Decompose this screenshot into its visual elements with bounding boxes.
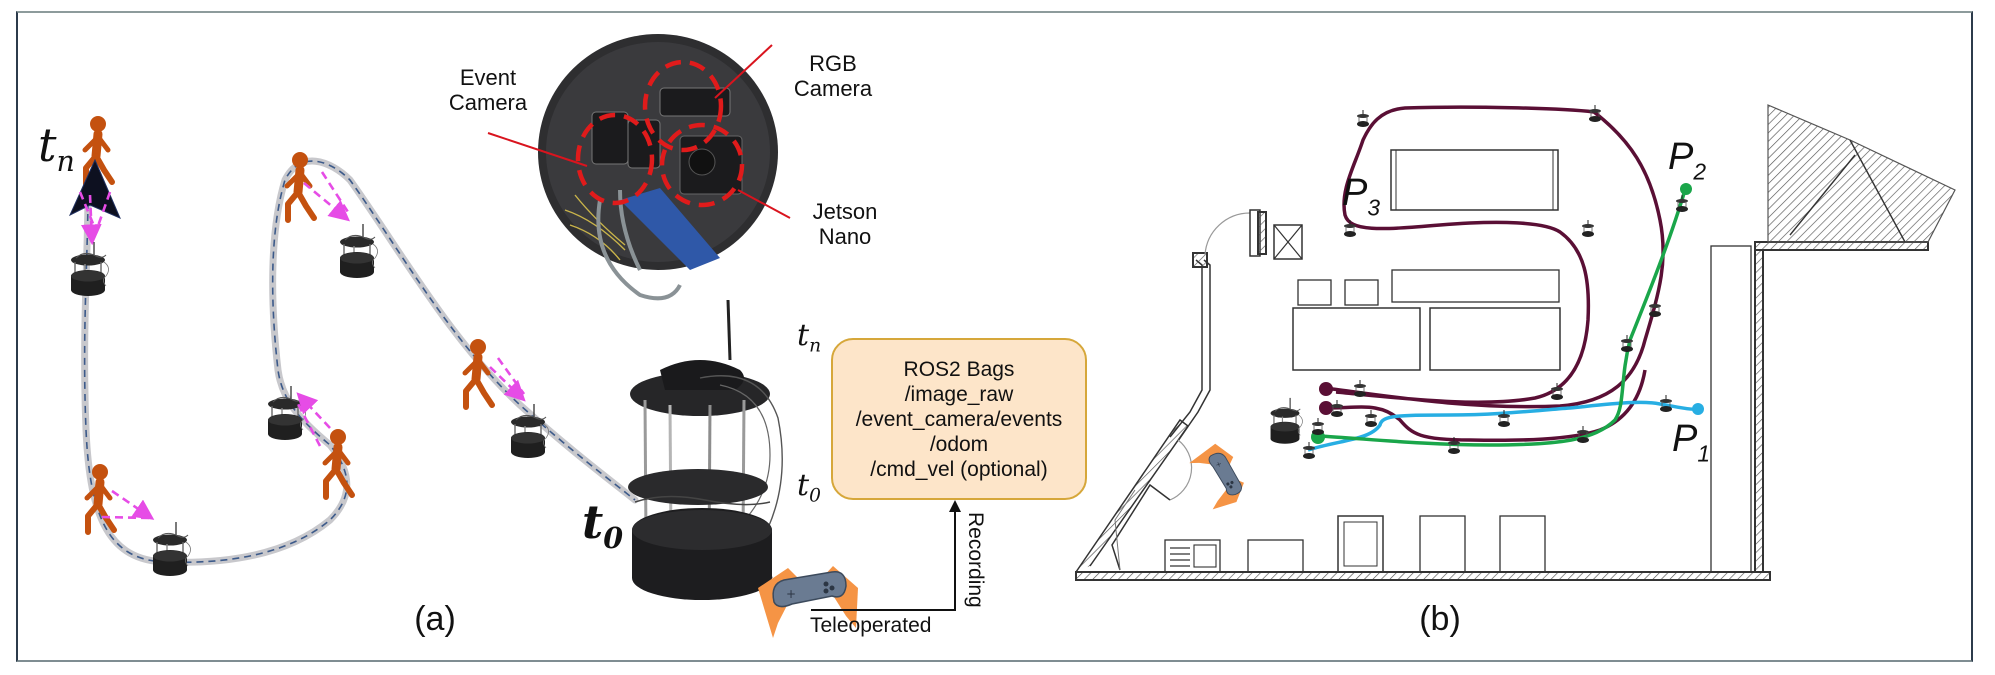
path-label-p1: P1 [1672, 418, 1710, 467]
time-start-label: t0 [582, 495, 623, 555]
figure-frame [16, 11, 1973, 662]
floorplan-gamepad-icon [1185, 438, 1250, 514]
path-label-p2-letter: P [1668, 136, 1694, 178]
callout-event-camera-line1: Event [459, 65, 517, 90]
recording-label: Recording [964, 512, 987, 608]
callout-lines [487, 44, 791, 219]
time-end-subscript: n [56, 144, 75, 178]
path-label-p3: P3 [1342, 172, 1380, 221]
time-start-subscript: 0 [603, 520, 624, 555]
panel-b-caption: (b) [1419, 600, 1461, 638]
p1-goal-marker [1692, 403, 1704, 415]
path-label-p3-letter: P [1342, 172, 1368, 214]
rosbag-t-top: tn [797, 318, 821, 357]
p2-goal-marker [1680, 183, 1692, 195]
rosbag-t-bottom-subscript: 0 [809, 485, 821, 507]
callout-jetson-nano-line2: Nano [818, 223, 872, 249]
rosbag-t-bottom-symbol: t [797, 468, 810, 503]
floor-plan [1075, 104, 1956, 581]
rosbag-title: ROS2 Bags [903, 357, 1015, 381]
rosbag-topic: /image_raw [904, 382, 1014, 406]
path-label-p2-subscript: 2 [1693, 158, 1707, 185]
rosbag-topic: /event_camera/events [855, 407, 1063, 431]
robot-waypoint [152, 521, 192, 577]
goal-arrow-icon [68, 158, 121, 219]
rosbag-t-bottom: t0 [797, 468, 821, 507]
rosbag-box: ROS2 Bags /image_raw /event_camera/event… [831, 338, 1087, 500]
rosbag-t-top-subscript: n [809, 335, 822, 357]
callout-event-camera: Event Camera [428, 65, 548, 115]
path-label-p2: P2 [1668, 136, 1706, 185]
rosbag-t-top-symbol: t [797, 318, 810, 353]
time-end-symbol: t [38, 118, 57, 172]
callout-rgb-camera-line2: Camera [793, 75, 873, 101]
path-label-p1-letter: P [1672, 418, 1698, 460]
robot-photo [628, 299, 783, 600]
robot-waypoint [339, 223, 379, 279]
callout-jetson-nano-line1: Jetson [812, 199, 878, 224]
path-label-p3-subscript: 3 [1367, 194, 1381, 221]
callout-jetson-nano: Jetson Nano [785, 199, 905, 249]
gaze-arrows [78, 171, 526, 520]
path-label-p1-subscript: 1 [1697, 440, 1711, 467]
rosbag-topic: /odom [929, 432, 989, 456]
time-end-label: tn [38, 118, 75, 178]
p3-start-marker [1319, 401, 1333, 415]
floorplan-paths [1307, 105, 1698, 452]
highlight-circles [575, 59, 745, 208]
panel-a-caption: (a) [414, 600, 456, 638]
sensor-plate-photo [538, 34, 778, 301]
rosbag-topic: /cmd_vel (optional) [870, 457, 1048, 481]
recording-arrow [811, 500, 961, 611]
callout-event-camera-line2: Camera [448, 89, 528, 115]
callout-rgb-camera: RGB Camera [768, 51, 898, 101]
callout-rgb-camera-line1: RGB [809, 51, 857, 76]
p3-start-marker [1319, 382, 1333, 396]
floorplan-robot [1269, 397, 1304, 445]
teleoperated-label: Teleoperated [810, 614, 932, 637]
teleop-trajectory [81, 157, 639, 566]
pedestrian-icon [325, 429, 352, 497]
time-start-symbol: t [582, 495, 604, 549]
